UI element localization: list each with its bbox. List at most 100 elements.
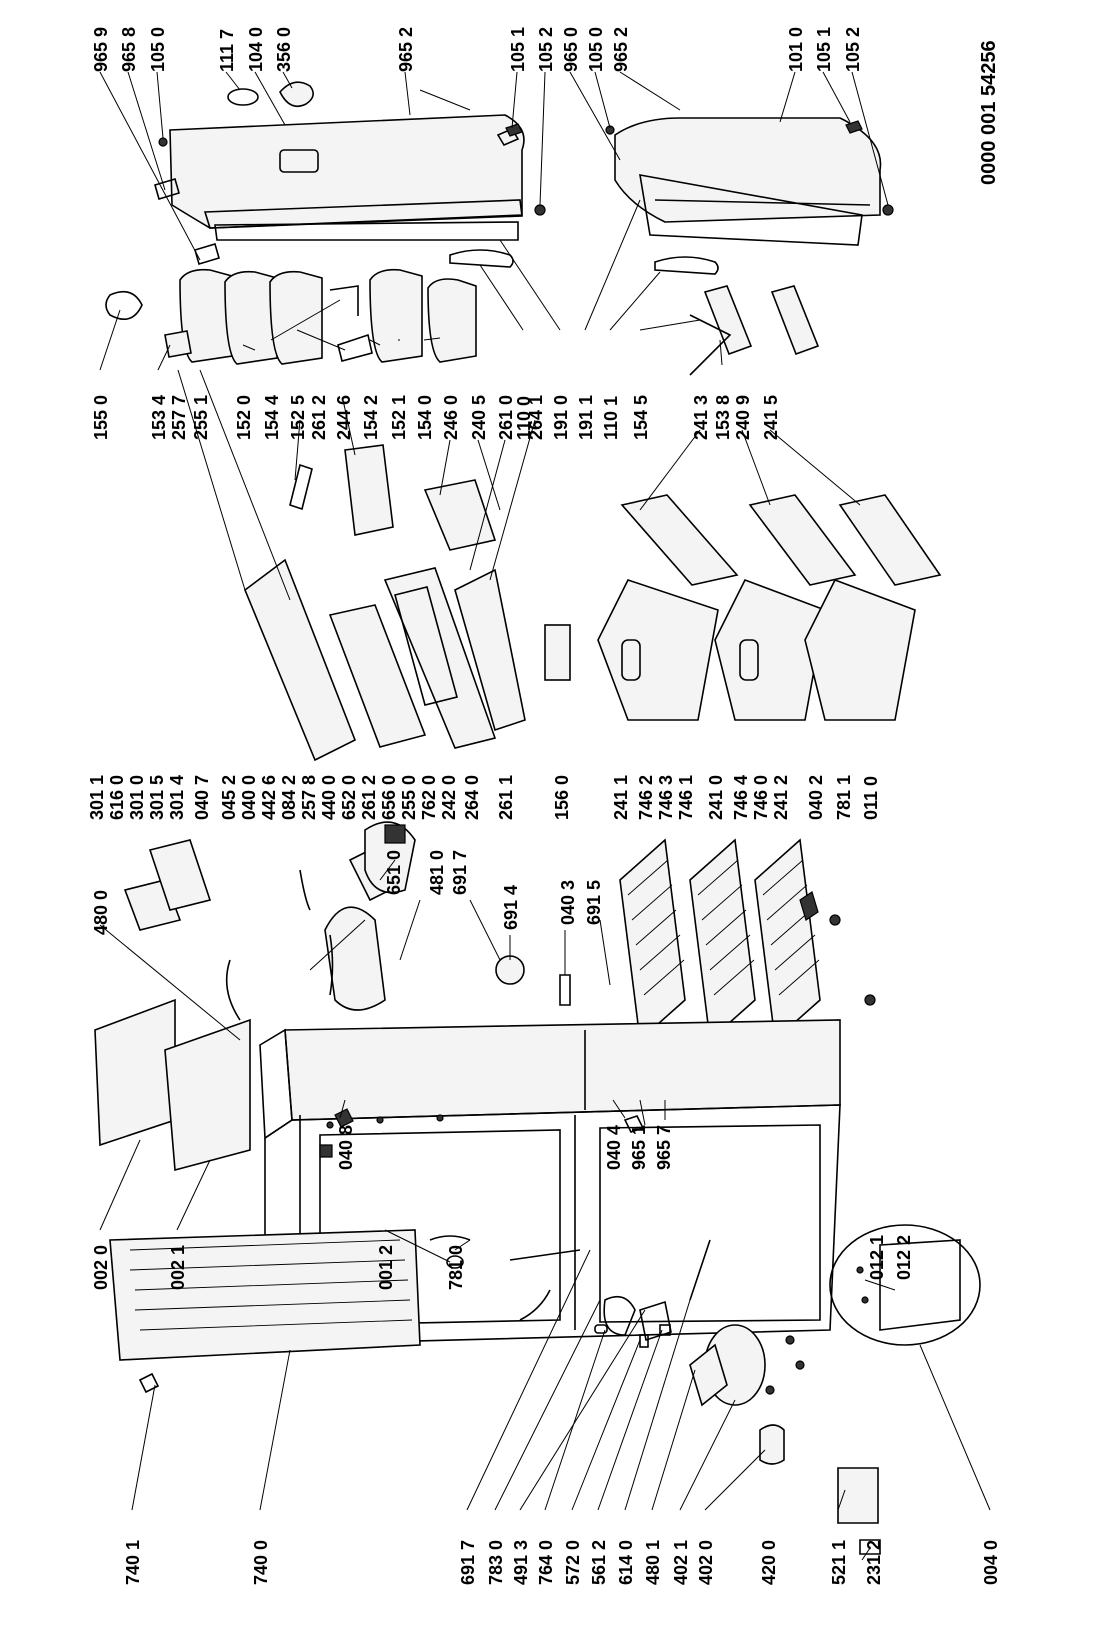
label-257-8: 257 8 xyxy=(299,775,319,820)
part-111-7 xyxy=(227,88,259,106)
drawing-number: 0000 001 54256 xyxy=(978,40,1000,185)
label-521-1: 521 1 xyxy=(829,1540,849,1585)
label-264-0: 264 0 xyxy=(462,775,482,820)
label-561-2: 561 2 xyxy=(589,1540,609,1585)
label-012-2: 012 2 xyxy=(894,1235,914,1280)
compressor-group xyxy=(509,1239,805,1465)
label-002-1: 002 1 xyxy=(168,1245,188,1290)
label-045-2: 045 2 xyxy=(219,775,239,820)
label-101-0: 101 0 xyxy=(786,27,806,72)
label-783-0: 783 0 xyxy=(486,1540,506,1585)
label-110-1: 110 1 xyxy=(601,396,621,440)
label-740-0: 740 0 xyxy=(251,1540,271,1585)
label-481-0: 481 0 xyxy=(427,850,447,895)
leader-lines xyxy=(99,71,991,1561)
label-440-0: 440 0 xyxy=(319,775,339,820)
label-154-2: 154 2 xyxy=(361,395,381,440)
label-261-2-b: 261 2 xyxy=(359,775,379,820)
label-746-2: 746 2 xyxy=(636,775,656,820)
label-572-0: 572 0 xyxy=(563,1540,583,1585)
label-040-4: 040 4 xyxy=(604,1125,624,1170)
label-153-4: 153 4 xyxy=(149,395,169,440)
fridge-shelves xyxy=(244,444,571,762)
part-781-0 xyxy=(429,1235,471,1241)
label-154-5: 154 5 xyxy=(631,395,651,440)
labels-row-2: 155 0 153 4 257 7 255 1 152 0 154 4 152 … xyxy=(91,395,781,440)
labels-bottom-row: 740 1 740 0 691 7 783 0 491 3 764 0 572 … xyxy=(123,1540,1001,1585)
label-691-7-b: 691 7 xyxy=(458,1540,478,1585)
label-965-0: 965 0 xyxy=(561,27,581,72)
label-491-3: 491 3 xyxy=(511,1540,531,1585)
door-bins xyxy=(105,249,514,365)
label-105-2: 105 2 xyxy=(536,27,556,72)
label-616-0: 616 0 xyxy=(107,775,127,820)
part-001-2 xyxy=(446,1255,464,1269)
part-356-0 xyxy=(279,81,314,108)
label-152-5: 152 5 xyxy=(288,395,308,440)
hinge-040-2 xyxy=(799,891,819,921)
label-965-1: 965 1 xyxy=(629,1125,649,1170)
label-104-0: 104 0 xyxy=(246,27,266,72)
label-255-0: 255 0 xyxy=(399,775,419,820)
label-740-1: 740 1 xyxy=(123,1540,143,1585)
label-105-1-b: 105 1 xyxy=(814,27,834,72)
label-040-8: 040 8 xyxy=(336,1125,356,1170)
label-301-0: 301 0 xyxy=(127,775,147,820)
label-111-7: 111 7 xyxy=(217,29,237,72)
label-652-0: 652 0 xyxy=(339,775,359,820)
back-covers xyxy=(94,959,251,1172)
label-152-0: 152 0 xyxy=(234,395,254,440)
labels-row-3b: 480 0 651 0 481 0 691 7 691 4 040 3 691 … xyxy=(91,850,604,935)
label-154-0: 154 0 xyxy=(415,395,435,440)
freezer-door-bins xyxy=(654,256,820,376)
label-241-3: 241 3 xyxy=(691,395,711,440)
label-301-4: 301 4 xyxy=(167,775,187,820)
label-241-2: 241 2 xyxy=(771,775,791,820)
label-781-1: 781 1 xyxy=(834,775,854,820)
label-656-0: 656 0 xyxy=(379,775,399,820)
label-442-6: 442 6 xyxy=(259,775,279,820)
label-261-2: 261 2 xyxy=(309,395,329,440)
label-231-2: 231 2 xyxy=(864,1540,884,1585)
label-480-0: 480 0 xyxy=(91,890,111,935)
label-301-1: 301 1 xyxy=(87,775,107,820)
label-105-0: 105 0 xyxy=(148,27,168,72)
label-002-0: 002 0 xyxy=(91,1245,111,1290)
label-240-9: 240 9 xyxy=(733,395,753,440)
label-746-0: 746 0 xyxy=(751,775,771,820)
label-246-0: 246 0 xyxy=(441,395,461,440)
label-240-5: 240 5 xyxy=(469,395,489,440)
label-105-0-b: 105 0 xyxy=(586,27,606,72)
evaporator-grids xyxy=(619,838,821,1042)
hinge-040-8 xyxy=(334,1108,354,1128)
label-004-0: 004 0 xyxy=(981,1540,1001,1585)
label-614-0: 614 0 xyxy=(616,1540,636,1585)
label-746-4: 746 4 xyxy=(731,775,751,820)
label-241-5: 241 5 xyxy=(761,395,781,440)
label-420-0: 420 0 xyxy=(759,1540,779,1585)
label-762-0: 762 0 xyxy=(419,775,439,820)
label-155-0: 155 0 xyxy=(91,395,111,440)
label-001-2: 001 2 xyxy=(376,1245,396,1290)
label-040-7: 040 7 xyxy=(192,775,212,820)
label-264-1: 264 1 xyxy=(526,395,546,440)
label-965-2-b: 965 2 xyxy=(611,27,631,72)
label-356-0: 356 0 xyxy=(274,27,294,72)
label-255-1: 255 1 xyxy=(191,395,211,440)
label-402-0: 402 0 xyxy=(696,1540,716,1585)
label-691-4: 691 4 xyxy=(501,885,521,930)
label-040-3: 040 3 xyxy=(558,880,578,925)
label-154-4: 154 4 xyxy=(262,395,282,440)
label-241-1: 241 1 xyxy=(611,775,631,820)
label-040-2: 040 2 xyxy=(806,775,826,820)
label-691-5: 691 5 xyxy=(584,880,604,925)
label-301-5: 301 5 xyxy=(147,775,167,820)
label-480-1: 480 1 xyxy=(643,1540,663,1585)
labels-top-row: 965 9 965 8 105 0 111 7 104 0 356 0 965 … xyxy=(91,27,863,72)
foot-781-1 xyxy=(829,914,841,926)
label-191-1: 191 1 xyxy=(576,395,596,440)
fridge-door xyxy=(154,114,525,265)
label-965-7: 965 7 xyxy=(654,1125,674,1170)
part-040-4 xyxy=(623,1115,645,1133)
label-651-0: 651 0 xyxy=(384,850,404,895)
